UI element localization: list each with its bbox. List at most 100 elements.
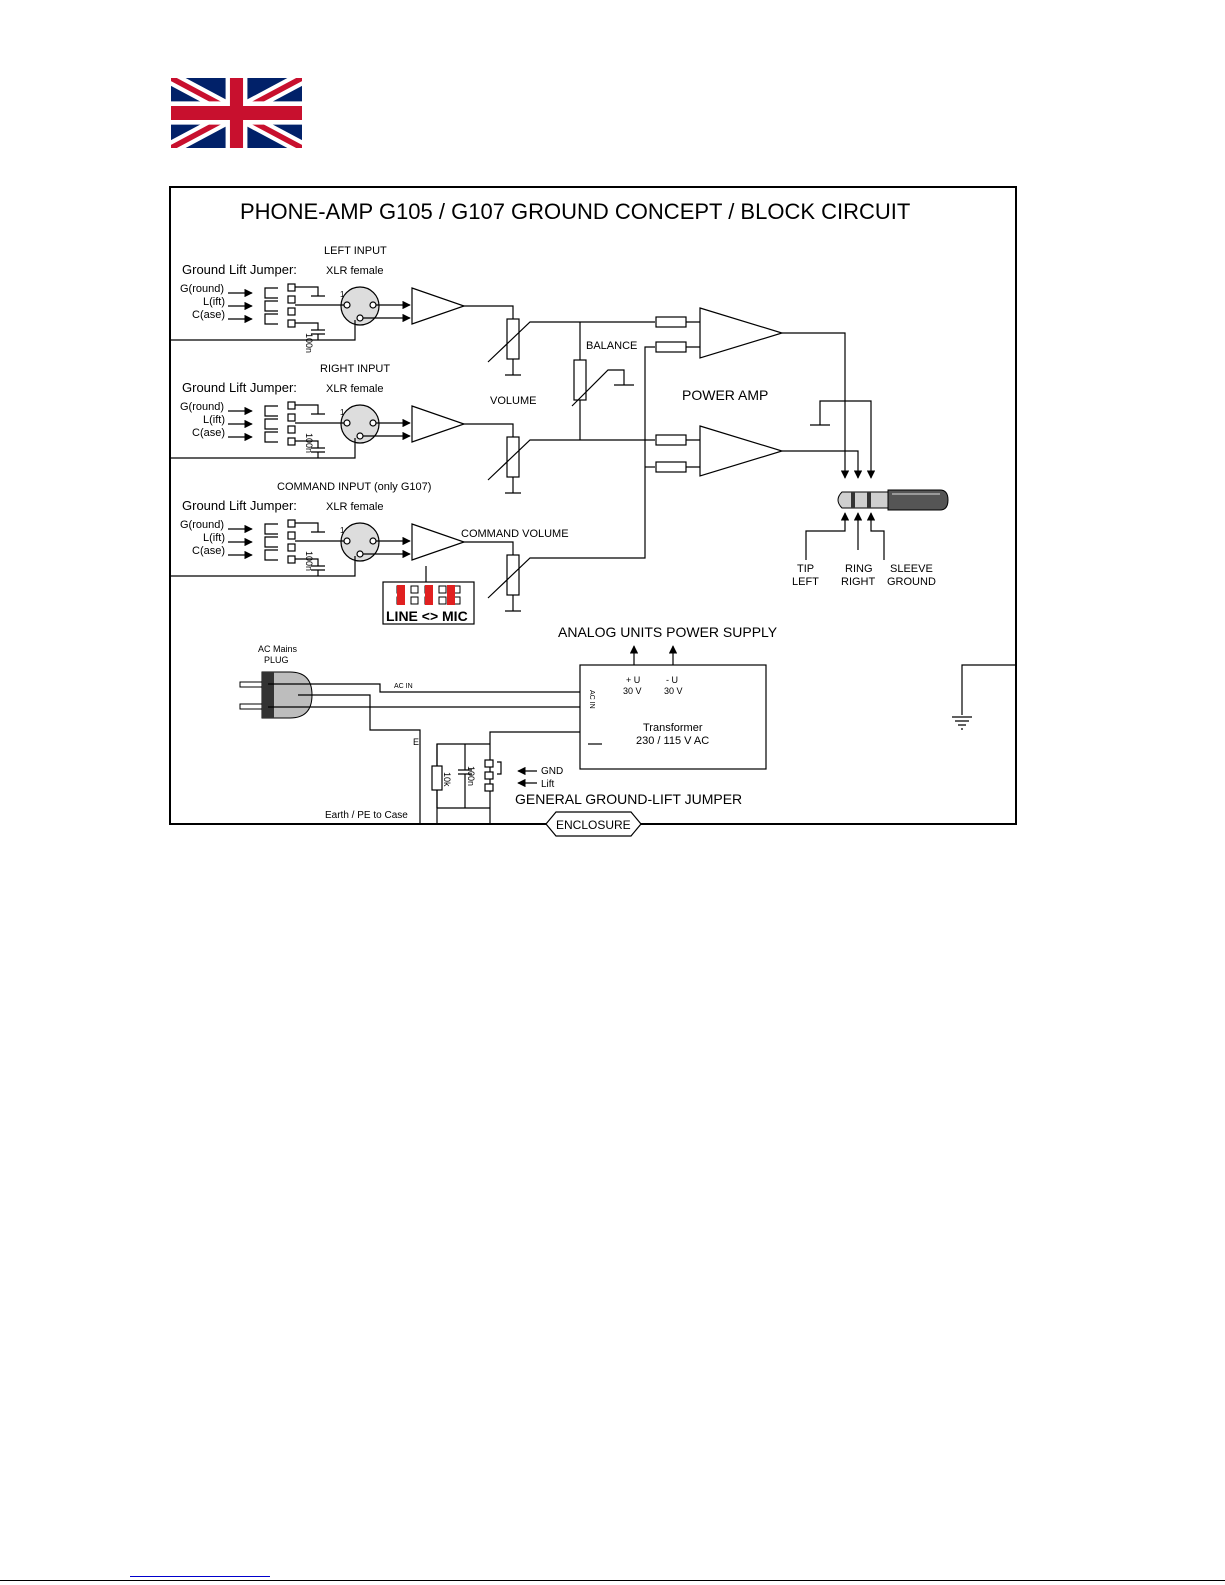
- footer-link-underline[interactable]: [130, 1576, 270, 1577]
- union-jack-flag-icon: [171, 78, 302, 148]
- jumper-option: G(round): [180, 283, 224, 295]
- jack-tip-sub: LEFT: [792, 576, 819, 588]
- jumper-pin: [287, 283, 296, 292]
- jumper-label: Ground Lift Jumper:: [182, 498, 297, 513]
- xlr-pin-hole: [343, 537, 351, 545]
- jumper-label: Ground Lift Jumper:: [182, 262, 297, 277]
- jumper-option: L(ift): [203, 414, 225, 426]
- xlr-pin: 1: [340, 408, 345, 417]
- footer-rule: [0, 1580, 1225, 1581]
- mains-plug-line2: PLUG: [264, 655, 289, 665]
- plus-v: 30 V: [623, 686, 642, 696]
- jumper-bracket: [264, 405, 278, 443]
- earth-e-label: E: [413, 737, 419, 747]
- plus-u: + U: [626, 675, 640, 685]
- input-connector: XLR female: [326, 265, 383, 277]
- jumper-pin: [287, 295, 296, 304]
- jumper-pin: [287, 543, 296, 552]
- jumper-pin: [287, 519, 296, 528]
- jack-ring-sub: RIGHT: [841, 576, 876, 588]
- jumper-pin: [287, 401, 296, 410]
- jumper-option: C(ase): [192, 309, 225, 321]
- line-mic-jumper: LINE <> MIC: [382, 566, 475, 625]
- input-command: COMMAND INPUT (only G107) XLR female Gro…: [180, 481, 431, 571]
- input-name: RIGHT INPUT: [320, 363, 390, 375]
- jumper-option: C(ase): [192, 427, 225, 439]
- jack-tip: TIP: [797, 563, 814, 575]
- ac-in-label: AC IN: [394, 683, 413, 690]
- earth-case-label: Earth / PE to Case: [325, 810, 408, 821]
- jack-sleeve: SLEEVE: [890, 563, 933, 575]
- jumper-pin: [287, 425, 296, 434]
- jumper-label: Ground Lift Jumper:: [182, 380, 297, 395]
- xlr-pin-hole: [356, 550, 364, 558]
- input-left: LEFT INPUT XLR female Ground Lift Jumper…: [180, 245, 387, 353]
- input-name: LEFT INPUT: [324, 245, 387, 257]
- input-amp: [411, 287, 466, 325]
- resistor-10k: 10k: [442, 772, 452, 787]
- jumper-option: L(ift): [203, 296, 225, 308]
- line-mic-label: LINE <> MIC: [386, 608, 468, 624]
- general-jumper-label: GENERAL GROUND-LIFT JUMPER: [515, 791, 742, 807]
- minus-v: 30 V: [664, 686, 683, 696]
- jumper-pin: [438, 585, 447, 594]
- jumper-pin: [287, 555, 296, 564]
- jumper-option: G(round): [180, 519, 224, 531]
- jumper-pin: [410, 585, 419, 594]
- gnd-label: GND: [541, 766, 563, 777]
- lift-label: Lift: [541, 779, 555, 790]
- jumper-pin: [438, 596, 447, 605]
- jumper-wire: [295, 286, 325, 297]
- cap-value: 100n: [304, 433, 314, 453]
- cap-value: 100n: [304, 551, 314, 571]
- jumper-pin: [287, 531, 296, 540]
- jumper-option: G(round): [180, 401, 224, 413]
- input-channel-graphics: [228, 283, 466, 576]
- input-right: RIGHT INPUT XLR female Ground Lift Jumpe…: [180, 363, 390, 453]
- xlr-pin-hole: [356, 432, 364, 440]
- cap-value: 100n: [304, 333, 314, 353]
- xlr-connector-icon: [340, 404, 380, 444]
- mains-plug-line1: AC Mains: [258, 644, 298, 654]
- transformer-label: Transformer: [643, 722, 703, 734]
- input-connector: XLR female: [326, 383, 383, 395]
- jumper-option: L(ift): [203, 532, 225, 544]
- jack-sleeve-sub: GROUND: [887, 576, 936, 588]
- cap-100n: 100n: [466, 766, 476, 786]
- xlr-connector-icon: [340, 286, 380, 326]
- xlr-pin-hole: [369, 301, 377, 309]
- xlr-pin: 1: [340, 290, 345, 299]
- power-amp-label: POWER AMP: [682, 387, 768, 403]
- xlr-pin-hole: [369, 419, 377, 427]
- transformer-voltage: 230 / 115 V AC: [636, 735, 709, 747]
- signal-routing: [462, 305, 885, 612]
- jumper-wire: [295, 404, 325, 415]
- command-volume-label: COMMAND VOLUME: [461, 528, 569, 540]
- diagram-title: PHONE-AMP G105 / G107 GROUND CONCEPT / B…: [240, 199, 910, 224]
- balance-label: BALANCE: [586, 340, 637, 352]
- jumper-pin: [287, 319, 296, 328]
- input-cap: [295, 322, 325, 340]
- jumper-pin: [287, 307, 296, 316]
- jack-ring: RING: [845, 563, 873, 575]
- jumper-wire: [295, 522, 325, 533]
- input-amp: [411, 405, 466, 443]
- power-supply-title: ANALOG UNITS POWER SUPPLY: [558, 624, 778, 640]
- input-connector: XLR female: [326, 501, 383, 513]
- input-amp: [411, 523, 466, 561]
- jumper-pin: [287, 437, 296, 446]
- jumper-option: C(ase): [192, 545, 225, 557]
- enclosure-label: ENCLOSURE: [556, 818, 631, 832]
- xlr-pin: 1: [340, 526, 345, 535]
- input-name: COMMAND INPUT (only G107): [277, 481, 431, 493]
- ac-in-side: AC IN: [588, 690, 595, 709]
- xlr-connector-icon: [340, 522, 380, 562]
- enclosure-badge: [545, 811, 642, 837]
- xlr-pin-hole: [343, 419, 351, 427]
- jumper-bracket: [264, 523, 278, 561]
- xlr-pin-hole: [369, 537, 377, 545]
- jumper-pin: [287, 413, 296, 422]
- xlr-pin-hole: [343, 301, 351, 309]
- jumper-pin: [410, 596, 419, 605]
